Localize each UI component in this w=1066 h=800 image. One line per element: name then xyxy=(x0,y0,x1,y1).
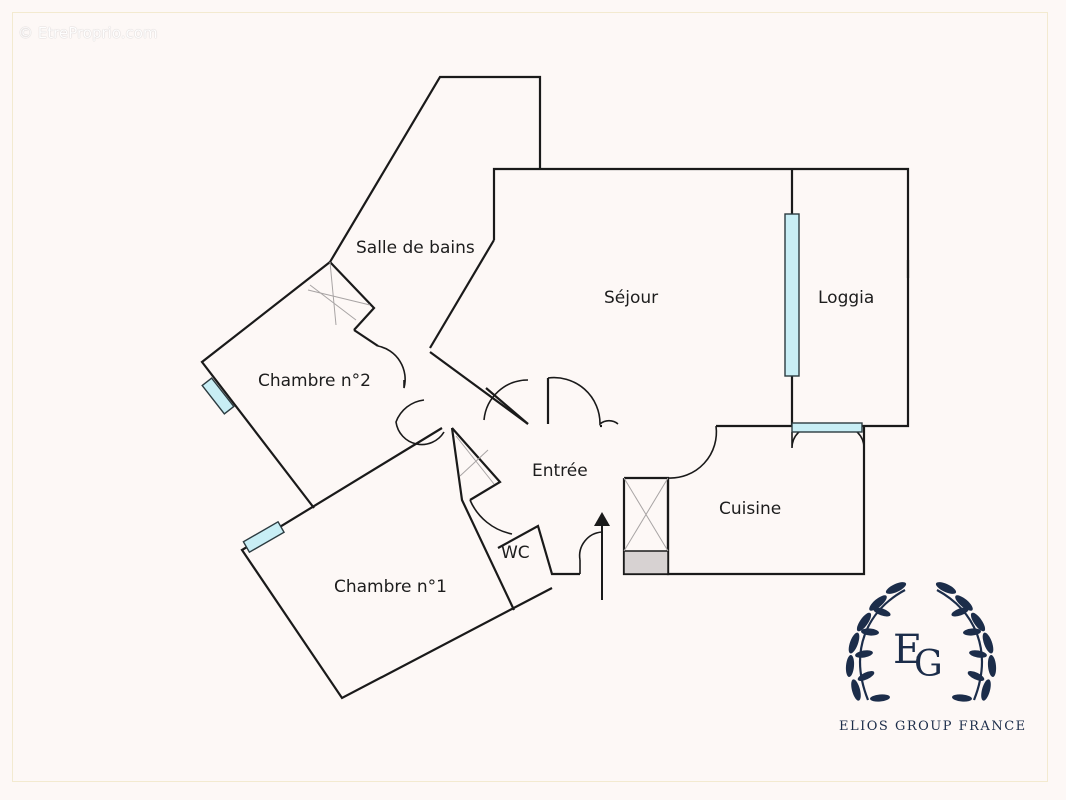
room-label-cuisine: Cuisine xyxy=(719,499,781,519)
wall-entree-top xyxy=(429,351,529,425)
room-label-loggia: Loggia xyxy=(818,288,874,308)
wall-ch1-shaft xyxy=(451,427,502,501)
window-chambre-1 xyxy=(242,520,286,554)
room-label-chambre-1: Chambre n°1 xyxy=(334,577,447,597)
page-frame xyxy=(12,12,1048,782)
logo-monogram-g: G xyxy=(914,644,943,685)
entrance-arrow-icon xyxy=(594,512,610,600)
company-logo: E G ELIOS GROUP FRANCE xyxy=(839,582,1027,734)
window-sejour-loggia xyxy=(784,213,800,377)
wall-salle-de-bains xyxy=(329,75,542,263)
shaft-kitchen xyxy=(623,477,669,552)
shaft-bath xyxy=(307,261,371,326)
wall-sejour xyxy=(492,167,910,428)
door-sejour xyxy=(547,376,619,426)
wall-chambre-2-right xyxy=(353,329,379,347)
wall-chambre-1-inner xyxy=(450,427,515,611)
room-label-chambre-2: Chambre n°2 xyxy=(258,371,371,391)
logo-company-name: ELIOS GROUP FRANCE xyxy=(839,719,1027,734)
room-label-sejour: Séjour xyxy=(604,288,658,308)
wall-wc xyxy=(497,524,580,576)
door-entree-sejour xyxy=(483,379,529,421)
laurel-right-icon xyxy=(935,582,997,702)
door-entrance xyxy=(578,531,603,561)
door-ch2 xyxy=(395,399,445,446)
wall-bath-entry xyxy=(485,387,529,425)
kitchen-counter xyxy=(623,550,669,575)
laurel-left-icon xyxy=(845,582,907,702)
room-label-wc: WC xyxy=(501,543,530,563)
door-wc xyxy=(469,499,513,535)
window-loggia-bottom xyxy=(791,422,863,433)
wall-chambre-2 xyxy=(200,261,331,509)
room-label-salle-de-bains: Salle de bains xyxy=(356,238,475,258)
watermark: © EtreProprio.com xyxy=(18,24,158,42)
door-bath xyxy=(377,345,406,389)
wall-salle-de-bains-lower xyxy=(429,239,495,349)
wall-chambre-1 xyxy=(240,427,553,700)
window-chambre-2 xyxy=(201,377,235,415)
wall-bath-shaft xyxy=(329,261,376,331)
logo-monogram-e: E xyxy=(893,627,922,673)
door-cuisine xyxy=(667,425,718,479)
room-label-entree: Entrée xyxy=(532,461,588,481)
shaft-ch1 xyxy=(455,435,495,485)
